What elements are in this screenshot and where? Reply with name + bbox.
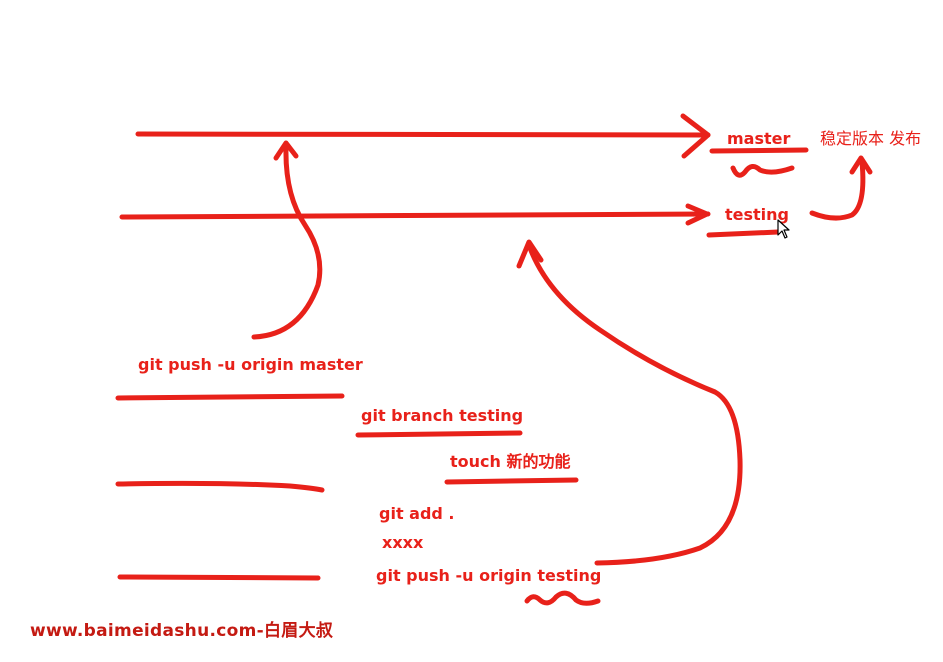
left-stroke-2: [115, 480, 325, 493]
push-testing-arrowhead: [516, 239, 544, 269]
push-master-arrow: [251, 145, 323, 340]
testing-underline: [706, 229, 781, 238]
left-stroke-1: [115, 393, 345, 401]
touch-command: touch 新的功能: [450, 452, 571, 471]
push-master-command: git push -u origin master: [138, 355, 363, 374]
master-arrowhead: [680, 113, 711, 159]
touch-underline: [444, 477, 579, 485]
branch-testing-underline: [355, 430, 523, 438]
watermark: www.baimeidashu.com-白眉大叔: [30, 621, 334, 641]
testing-label: testing: [725, 205, 789, 224]
push-testing-arrow: [527, 245, 743, 566]
master-underline: [709, 147, 809, 154]
release-curve-arrow: [809, 159, 866, 221]
push-testing-command: git push -u origin testing: [376, 566, 602, 585]
push-testing-squiggle: [524, 590, 601, 606]
master-note: 稳定版本 发布: [820, 129, 922, 148]
xxxx-placeholder: xxxx: [382, 533, 424, 552]
master-branch-line: [135, 131, 711, 138]
git-add-command: git add .: [379, 504, 455, 523]
testing-arrowhead: [685, 203, 710, 226]
master-squiggle: [730, 164, 795, 178]
mouse-cursor-icon: [777, 219, 790, 239]
branch-testing-command: git branch testing: [361, 406, 524, 425]
testing-branch-line: [119, 211, 711, 220]
master-label: master: [727, 129, 791, 148]
left-stroke-3: [117, 574, 321, 581]
release-curve-arrowhead: [849, 155, 873, 175]
push-master-arrowhead: [273, 140, 299, 161]
